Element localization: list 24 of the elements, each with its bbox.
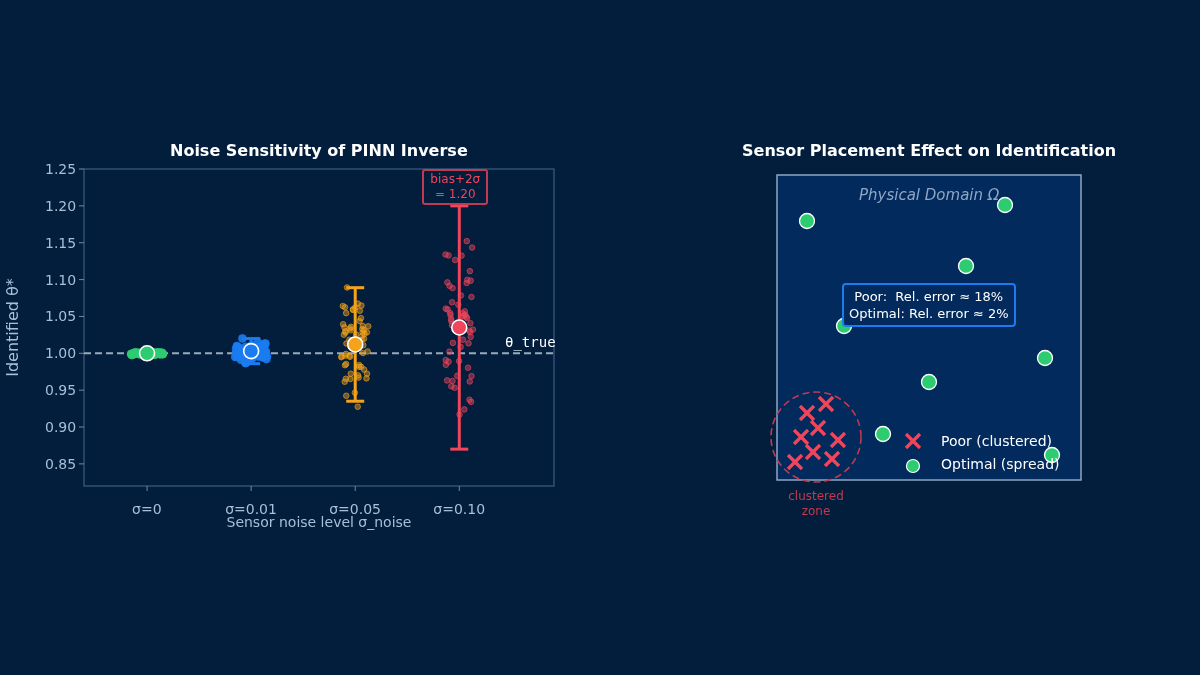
tick-label: σ=0.10	[433, 501, 486, 517]
tick-label: 1.20	[45, 197, 77, 214]
chart-title: Noise Sensitivity of PINN Inverse	[170, 140, 468, 160]
axis-title: Identified θ*	[2, 278, 22, 377]
tick-label: σ=0.01	[225, 501, 277, 517]
reference-label: θ_true	[505, 334, 556, 351]
legend-text: Optimal (spread)	[941, 456, 1060, 472]
tick-label: 0.90	[45, 419, 77, 435]
panel-title: Sensor Placement Effect on Identification	[742, 140, 1117, 160]
tick-label: 0.95	[45, 382, 77, 399]
tick-label: 1.25	[45, 161, 77, 177]
tick-label: 1.10	[45, 271, 77, 288]
domain-label: Physical Domain Ω	[859, 186, 1000, 204]
tick-label: 0.85	[45, 455, 77, 472]
tick-label: 1.15	[45, 234, 77, 251]
axis-title: Sensor noise level σ_noise	[226, 514, 412, 530]
annotation-box: bias+2σ = 1.20	[422, 168, 489, 205]
legend-text: Poor (clustered)	[941, 433, 1052, 449]
tick-label: 1.00	[45, 345, 77, 362]
tick-label: σ=0	[132, 501, 162, 517]
result-box: Poor: Rel. error ≈ 18% Optimal: Rel. error ≈ 2%	[842, 283, 1016, 327]
tick-label: 1.05	[45, 308, 77, 325]
zone-label: clustered zone	[787, 489, 845, 519]
tick-label: σ=0.05	[329, 501, 381, 517]
